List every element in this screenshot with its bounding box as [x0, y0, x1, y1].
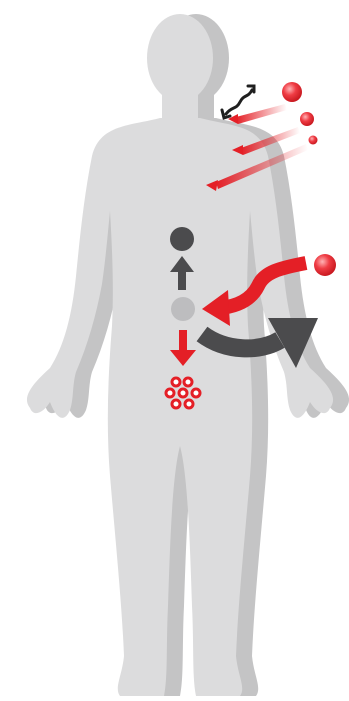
red-particle-icon [282, 82, 302, 102]
red-particle-icon [314, 254, 336, 276]
wavy-double-arrow-icon [222, 86, 254, 118]
dark-circle-icon [170, 227, 194, 251]
red-particle-icon [309, 136, 318, 145]
red-particle-icon [300, 112, 314, 126]
gray-circle-icon [171, 297, 195, 321]
